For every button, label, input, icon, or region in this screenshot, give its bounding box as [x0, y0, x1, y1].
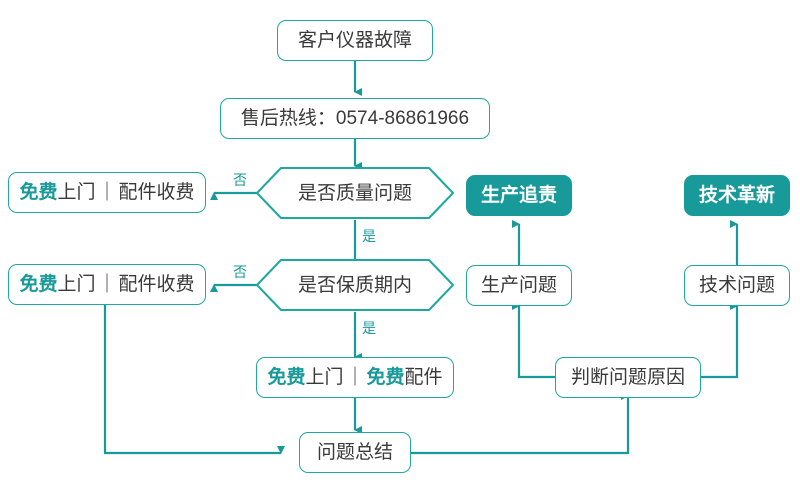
node-tech-innovation[interactable]: 技术革新 — [684, 175, 790, 216]
label-plain-segment: ｜ — [97, 274, 117, 295]
edge-diagnose-to-production — [512, 302, 555, 379]
edge-label-quality-yes: 是 — [360, 228, 378, 244]
node-summary[interactable]: 问题总结 — [299, 432, 411, 473]
node-paid-parts-1-label: 免费上门｜配件收费 — [19, 183, 194, 202]
label-plain-segment: 配件 — [404, 367, 443, 388]
node-summary-label: 问题总结 — [316, 442, 393, 463]
label-plain-segment: ｜ — [345, 367, 365, 388]
node-production-accountability-label: 生产追责 — [480, 185, 557, 206]
node-paid-parts-2[interactable]: 免费上门｜配件收费 — [8, 264, 206, 305]
node-tech-issue-label: 技术问题 — [698, 275, 775, 296]
edge-paid2-to-summary — [103, 305, 285, 455]
edge-diagnose-to-tech — [701, 302, 739, 379]
label-accent-segment: 免费 — [366, 367, 405, 388]
node-warranty-decision-label: 是否保质期内 — [297, 274, 412, 296]
label-plain-segment: 上门 — [57, 182, 96, 203]
label-accent-segment: 免费 — [19, 182, 58, 203]
node-tech-issue[interactable]: 技术问题 — [684, 265, 790, 306]
node-tech-innovation-label: 技术革新 — [698, 185, 775, 206]
label-plain-segment: 上门 — [305, 367, 344, 388]
edge-label-warranty-yes: 是 — [360, 320, 378, 336]
node-hotline[interactable]: 售后热线：0574-86861966 — [220, 98, 490, 139]
edge-summary-to-diagnose — [411, 392, 630, 455]
node-hotline-label: 售后热线：0574-86861966 — [240, 108, 470, 129]
node-paid-parts-2-label: 免费上门｜配件收费 — [19, 275, 194, 294]
edge-label-quality-no: 否 — [231, 172, 249, 188]
node-quality-decision-label: 是否质量问题 — [297, 182, 412, 204]
node-production-issue[interactable]: 生产问题 — [466, 265, 572, 306]
node-start-label: 客户仪器故障 — [297, 30, 412, 51]
label-accent-segment: 免费 — [19, 274, 58, 295]
label-accent-segment: 免费 — [267, 367, 306, 388]
node-quality-decision[interactable]: 是否质量问题 — [255, 166, 455, 220]
node-diagnose-label: 判断问题原因 — [570, 367, 685, 388]
label-plain-segment: ｜ — [97, 182, 117, 203]
label-plain-segment: 配件收费 — [118, 274, 195, 295]
hexagon-shape — [256, 167, 454, 219]
node-production-accountability[interactable]: 生产追责 — [466, 175, 572, 216]
node-production-issue-label: 生产问题 — [480, 275, 557, 296]
label-plain-segment: 配件收费 — [118, 182, 195, 203]
node-free-all[interactable]: 免费上门｜免费配件 — [256, 357, 454, 398]
node-free-all-label: 免费上门｜免费配件 — [267, 368, 442, 387]
label-plain-segment: 上门 — [57, 274, 96, 295]
node-paid-parts-1[interactable]: 免费上门｜配件收费 — [8, 172, 206, 213]
node-start[interactable]: 客户仪器故障 — [277, 20, 433, 61]
edge-label-warranty-no: 否 — [231, 264, 249, 280]
node-warranty-decision[interactable]: 是否保质期内 — [255, 258, 455, 312]
hexagon-shape — [256, 259, 454, 311]
node-diagnose[interactable]: 判断问题原因 — [555, 357, 701, 398]
